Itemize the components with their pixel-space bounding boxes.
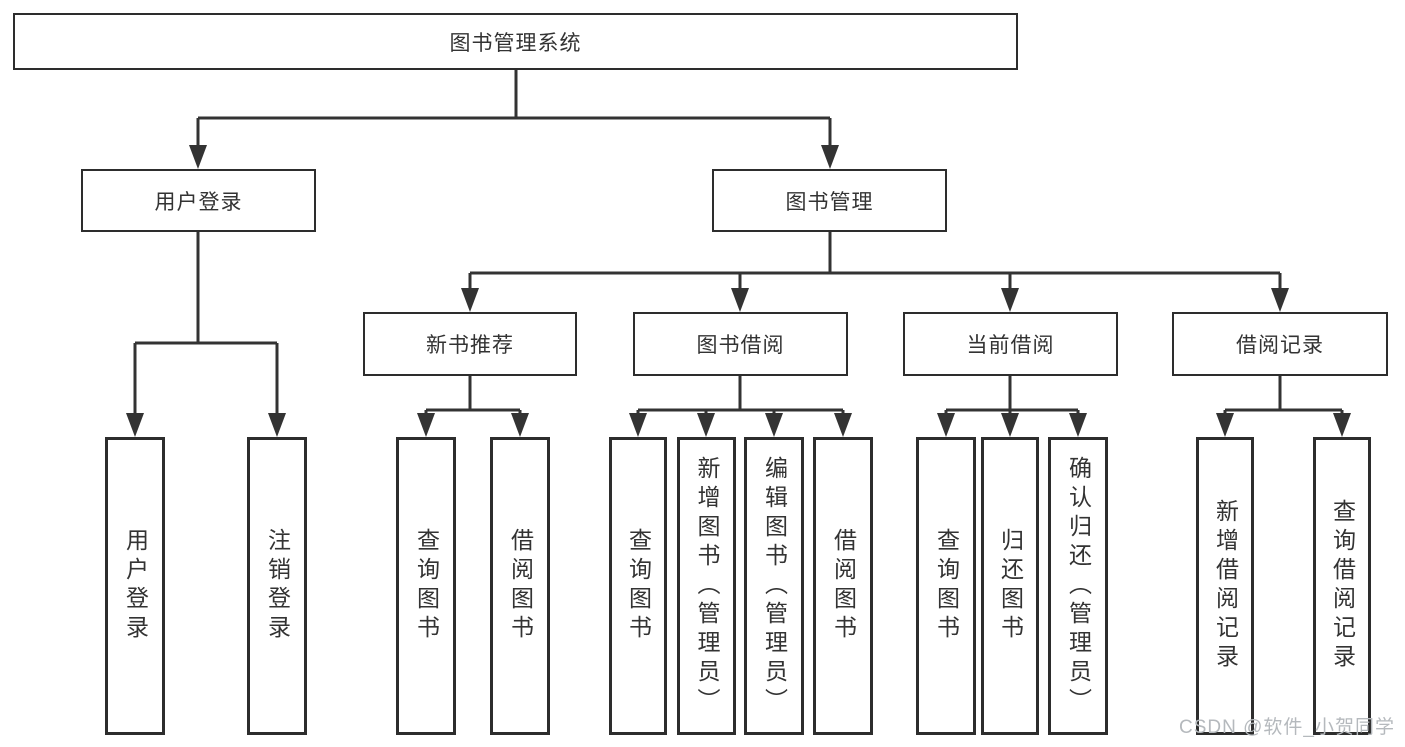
csdn-watermark: CSDN @软件_小贺同学 bbox=[1179, 717, 1395, 738]
leaf-edit-books-admin: 编辑图书（管理员） bbox=[744, 437, 804, 735]
connector-book-borrow-children bbox=[629, 376, 852, 437]
connector-user-login-children bbox=[126, 232, 286, 437]
connector-root-to-level2 bbox=[189, 70, 839, 169]
connector-book-management-children bbox=[461, 232, 1289, 312]
node-library-management-system: 图书管理系统 bbox=[13, 13, 1018, 70]
node-new-book-recommend: 新书推荐 bbox=[363, 312, 577, 376]
connector-borrow-records-children bbox=[1216, 376, 1351, 437]
leaf-borrow-books-recommend: 借阅图书 bbox=[490, 437, 550, 735]
connector-current-borrow-children bbox=[937, 376, 1087, 437]
connector-new-book-recommend-children bbox=[417, 376, 529, 437]
node-borrow-records: 借阅记录 bbox=[1172, 312, 1388, 376]
leaf-search-borrow-record: 查询借阅记录 bbox=[1313, 437, 1371, 735]
leaf-user-login: 用户登录 bbox=[105, 437, 165, 735]
node-book-management: 图书管理 bbox=[712, 169, 947, 232]
leaf-borrow-books: 借阅图书 bbox=[813, 437, 873, 735]
node-book-borrow: 图书借阅 bbox=[633, 312, 848, 376]
leaf-confirm-return-admin: 确认归还（管理员） bbox=[1048, 437, 1108, 735]
leaf-add-books-admin: 新增图书（管理员） bbox=[677, 437, 736, 735]
leaf-search-books-borrow: 查询图书 bbox=[609, 437, 667, 735]
leaf-add-borrow-record: 新增借阅记录 bbox=[1196, 437, 1254, 735]
node-current-borrow: 当前借阅 bbox=[903, 312, 1118, 376]
leaf-return-books: 归还图书 bbox=[981, 437, 1039, 735]
leaf-search-books-current: 查询图书 bbox=[916, 437, 976, 735]
leaf-search-books-recommend: 查询图书 bbox=[396, 437, 456, 735]
leaf-logout-login: 注销登录 bbox=[247, 437, 307, 735]
node-user-login: 用户登录 bbox=[81, 169, 316, 232]
